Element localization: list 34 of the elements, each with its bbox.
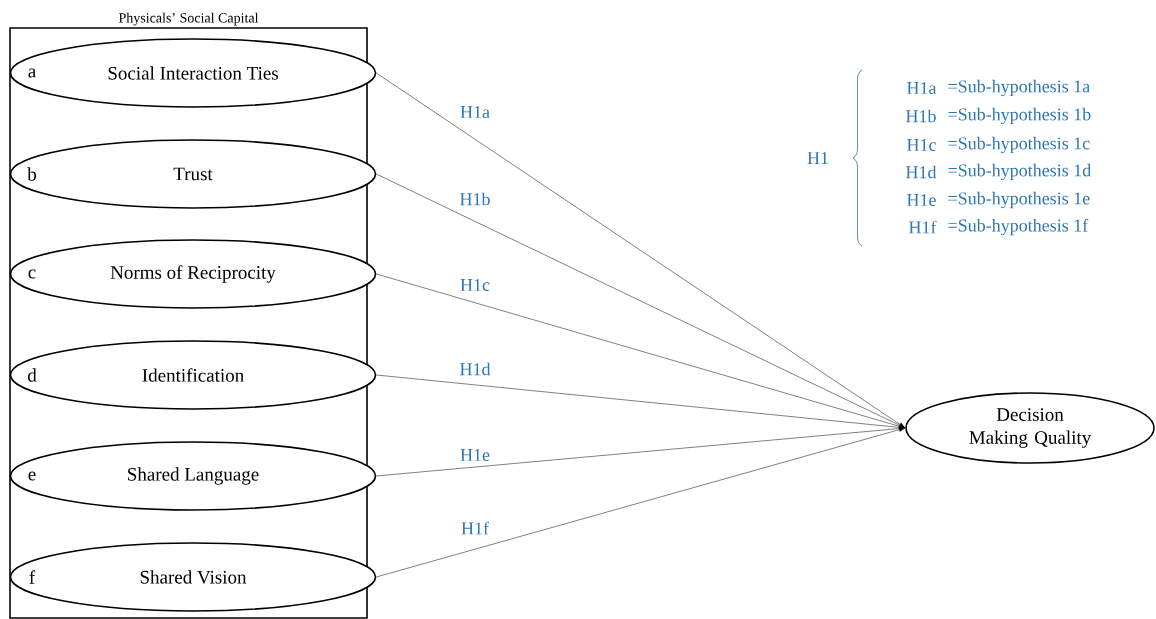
legend-text: =Sub-hypothesis 1e — [948, 191, 1090, 209]
legend-text: =Sub-hypothesis 1b — [948, 107, 1091, 125]
arrow — [376, 173, 905, 428]
item-letter: b — [27, 167, 36, 181]
legend-text: =Sub-hypothesis 1d — [948, 163, 1091, 181]
edge-label: H1c — [459, 277, 491, 293]
edge-label: H1e — [459, 447, 491, 463]
arrow — [376, 273, 905, 429]
legend-text: =Sub-hypothesis 1a — [948, 79, 1090, 97]
edge-label: H1a — [459, 104, 491, 120]
legend-text: =Sub-hypothesis 1f — [948, 218, 1089, 236]
item-letter: f — [29, 570, 36, 584]
legend-key: H1d — [906, 165, 937, 179]
legend-key: H1f — [909, 220, 937, 234]
legend-key: H1b — [906, 109, 936, 123]
item-letter: a — [28, 68, 36, 78]
edge-label: H1d — [458, 361, 492, 377]
edge-label: H1f — [460, 520, 490, 536]
arrow — [376, 427, 905, 578]
group-box — [9, 27, 368, 619]
item-letter: c — [28, 269, 36, 279]
arrow — [376, 72, 905, 428]
node-label: Shared Vision — [140, 570, 247, 584]
legend-key: H1c — [907, 138, 936, 151]
item-letter: d — [27, 368, 37, 382]
legend-key: H1e — [907, 193, 936, 206]
legend-text: =Sub-hypothesis 1c — [948, 136, 1090, 154]
hypothesis-label: H1 — [807, 152, 828, 164]
arrow — [376, 374, 905, 430]
legend-key: H1a — [907, 81, 937, 94]
group-title: Physicals’ Social Capital — [118, 12, 259, 26]
item-letter: e — [28, 471, 36, 481]
arrow — [376, 426, 905, 477]
edge-label: H1b — [458, 191, 492, 207]
